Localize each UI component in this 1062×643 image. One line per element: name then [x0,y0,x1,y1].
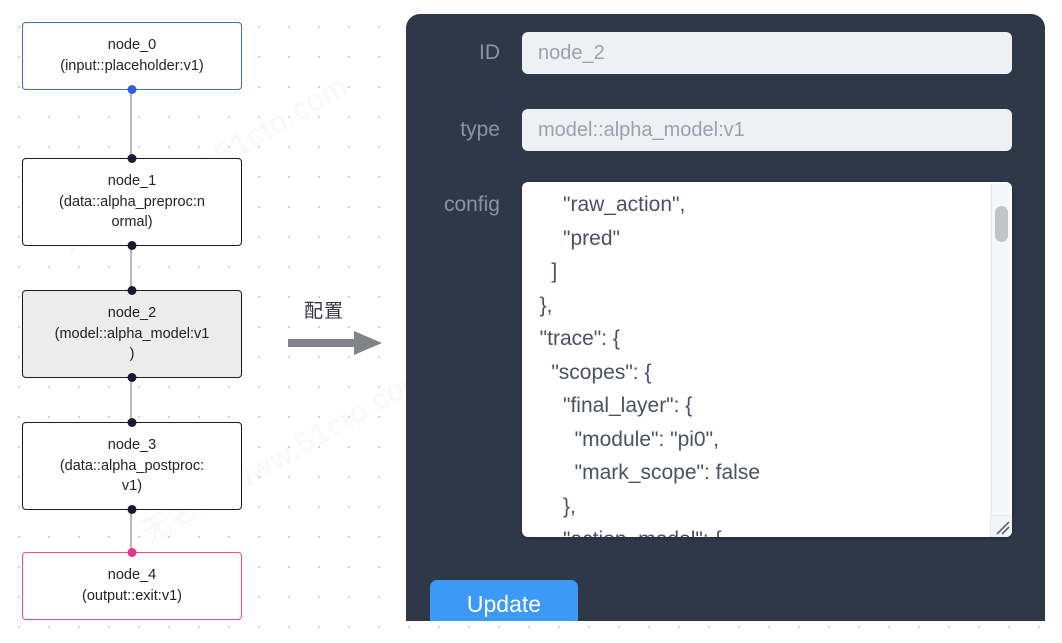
config-textarea[interactable] [522,182,1012,537]
edge-node3-node4 [130,508,132,552]
config-scrollbar-thumb[interactable] [995,206,1008,242]
right-arrow-icon [286,328,386,363]
graph-node-node_1[interactable]: node_1 (data::alpha_preproc:n ormal) [22,154,242,250]
node-handle-output[interactable] [127,505,137,514]
node-handle-input[interactable] [127,418,137,427]
config-scrollbar-track[interactable] [991,184,1009,535]
node-label: node_4 (output::exit:v1) [82,567,182,604]
graph-node-node_3[interactable]: node_3 (data::alpha_postproc: v1) [22,418,242,514]
node-handle-input[interactable] [127,286,137,295]
node-label: node_2 (model::alpha_model:v1 ) [54,305,210,363]
update-button[interactable]: Update [430,580,578,621]
edge-node1-node2 [130,245,132,293]
node-handle-output[interactable] [127,373,137,382]
edge-node0-node1 [130,88,132,160]
field-row-config: config [406,182,1012,537]
field-row-type: type [406,109,1012,151]
resize-grip-icon[interactable] [990,515,1012,537]
edge-node2-node3 [130,375,132,421]
node-config-panel: ID type config Update [406,14,1045,621]
config-textarea-wrapper [522,182,1012,537]
node-handle-output[interactable] [127,241,137,250]
node-label: node_3 (data::alpha_postproc: v1) [59,437,205,495]
graph-node-node_2[interactable]: node_2 (model::alpha_model:v1 ) [22,286,242,382]
field-label-id: ID [479,41,500,64]
flow-arrow-label: 配置 [304,300,345,322]
node-label: node_0 (input::placeholder:v1) [60,37,204,74]
node-handle-input[interactable] [127,548,137,557]
node-handle-input[interactable] [127,154,137,163]
node-handle-output[interactable] [127,85,137,94]
field-label-config: config [443,193,500,216]
graph-node-node_4[interactable]: node_4 (output::exit:v1) [22,548,242,620]
graph-node-node_0[interactable]: node_0 (input::placeholder:v1) [22,22,242,94]
flow-arrow-group: 配置 [286,296,398,360]
type-input[interactable] [522,109,1012,151]
id-input[interactable] [522,32,1012,74]
field-row-id: ID [406,32,1012,74]
node-label: node_1 (data::alpha_preproc:n ormal) [59,173,205,231]
field-label-type: type [460,118,500,141]
